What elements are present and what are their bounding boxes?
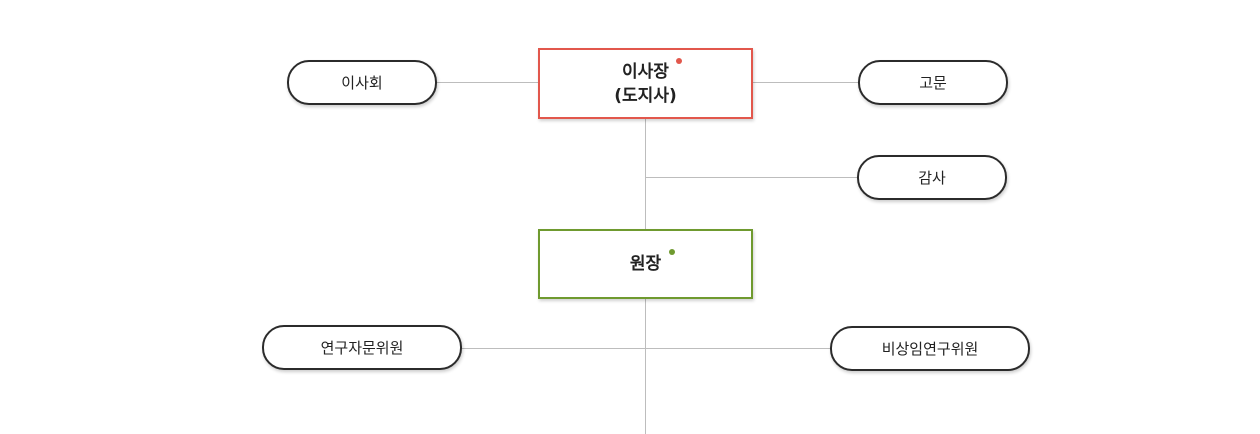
auditor-node[interactable]: 감사 xyxy=(857,155,1007,200)
advisor-label: 고문 xyxy=(919,74,947,92)
chair-box[interactable]: 이사장 (도지사) xyxy=(538,48,753,119)
director-box[interactable]: 원장 xyxy=(538,229,753,299)
director-marker-dot xyxy=(669,249,675,255)
chair-marker-dot xyxy=(676,58,682,64)
director-title: 원장 xyxy=(629,254,662,274)
chair-title: 이사장 xyxy=(622,61,669,82)
research-advisory-label: 연구자문위원 xyxy=(320,339,404,357)
board-node[interactable]: 이사회 xyxy=(287,60,437,105)
chair-subtitle: (도지사) xyxy=(614,85,677,106)
connector-trunk-auditor xyxy=(645,177,858,178)
nonstanding-research-label: 비상임연구위원 xyxy=(881,340,979,358)
research-advisory-node[interactable]: 연구자문위원 xyxy=(262,325,462,370)
auditor-label: 감사 xyxy=(918,169,946,187)
board-label: 이사회 xyxy=(341,74,383,92)
connector-board-chair xyxy=(436,82,539,83)
connector-chair-advisor xyxy=(752,82,859,83)
connector-research-committees xyxy=(460,348,831,349)
advisor-node[interactable]: 고문 xyxy=(858,60,1008,105)
nonstanding-research-node[interactable]: 비상임연구위원 xyxy=(830,326,1030,371)
